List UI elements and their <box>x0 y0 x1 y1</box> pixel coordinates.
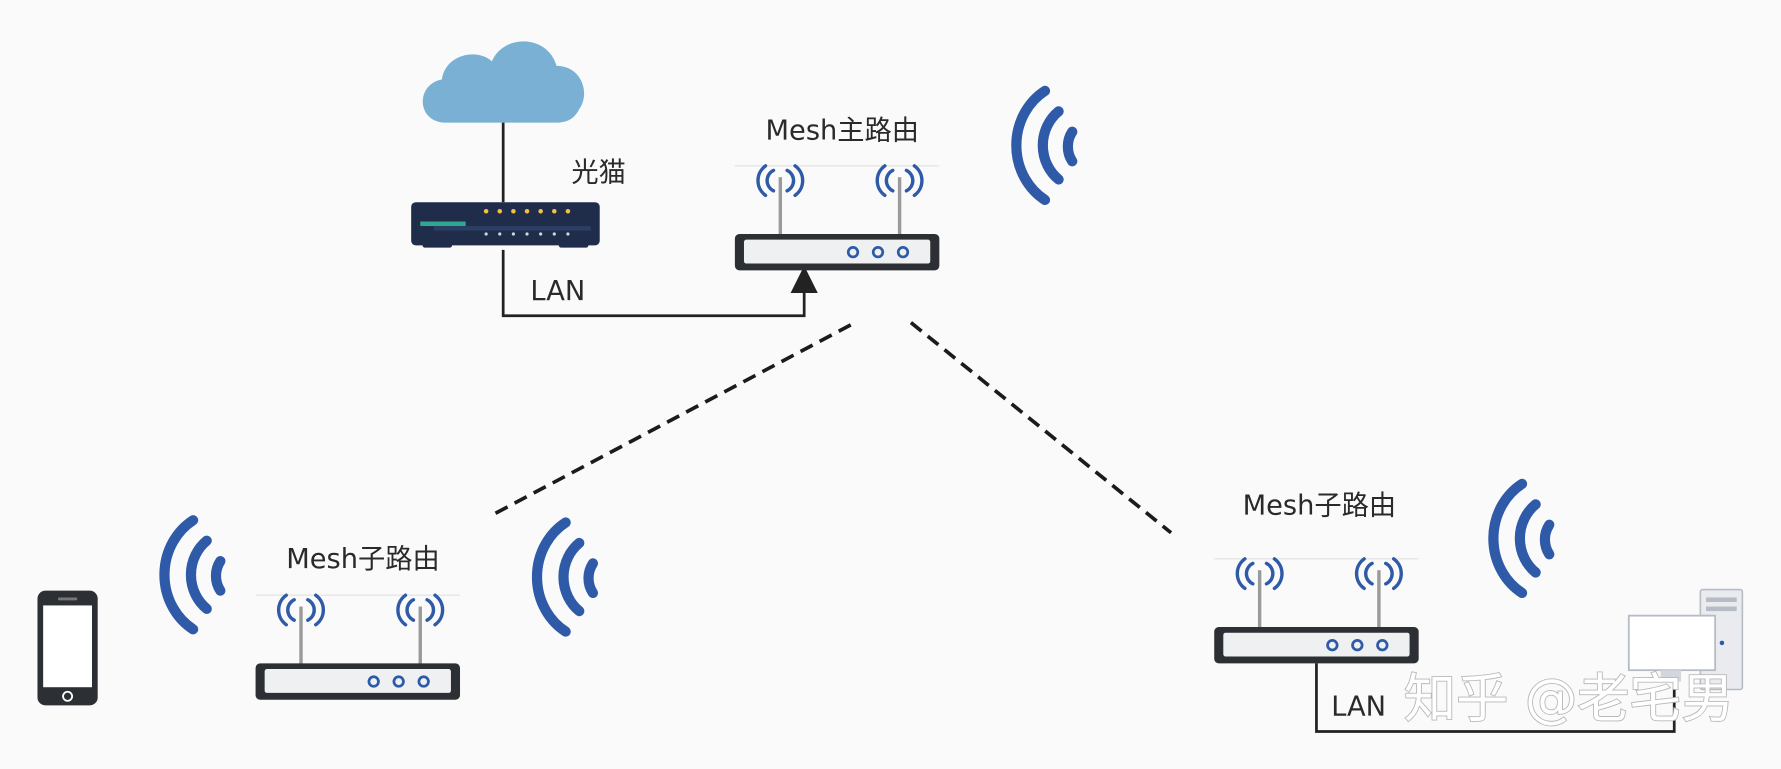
sub-router-left-icon <box>253 593 462 702</box>
main-router-wifi-signal-icon <box>1016 91 1072 200</box>
phone-wifi-signal-icon <box>164 520 220 629</box>
modem-icon <box>411 202 600 248</box>
modem-label: 光猫 <box>571 158 626 189</box>
main-router-icon <box>733 164 942 273</box>
cloud-icon <box>422 41 585 123</box>
mesh-link-left <box>494 323 852 516</box>
watermark-text: 知乎 @老宅男 <box>1404 670 1734 730</box>
sub-router-right-label: Mesh子路由 <box>1243 491 1396 522</box>
lan-label-top: LAN <box>530 276 585 307</box>
sub-router-left-label: Mesh子路由 <box>286 544 439 575</box>
sub-router-left-wifi-signal-icon <box>537 523 593 632</box>
sub-router-right-wifi-signal-icon <box>1493 484 1549 593</box>
lan-link-bottom <box>1315 663 1676 733</box>
mesh-link-right <box>909 321 1173 535</box>
main-router-label: Mesh主路由 <box>766 116 919 147</box>
desktop-pc-icon <box>1627 588 1744 691</box>
phone-icon <box>37 590 98 706</box>
lan-label-bottom: LAN <box>1331 692 1386 723</box>
lan-link-top <box>501 249 818 318</box>
sub-router-right-icon <box>1212 557 1421 666</box>
